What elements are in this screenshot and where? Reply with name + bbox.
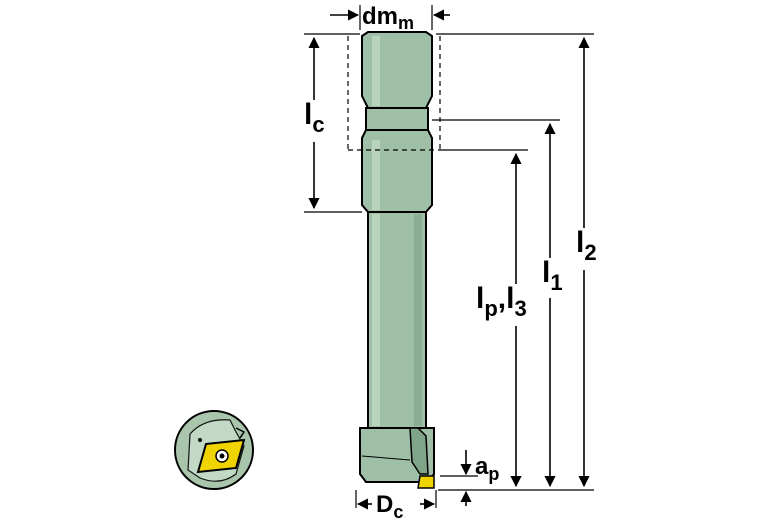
ap-label: ap: [475, 453, 499, 484]
dc-label: Dc: [376, 491, 403, 522]
lc-label: lc: [304, 98, 325, 137]
l1-label: l1: [542, 256, 563, 295]
chip-flute: [409, 427, 429, 475]
clamping-zone: [347, 36, 441, 151]
cutting-insert: [417, 475, 435, 489]
dm-label: dmm: [362, 3, 414, 33]
extension-lines: [304, 5, 594, 508]
insert-detail-view: [174, 410, 254, 490]
lp-l3-label: lp,l3: [476, 282, 527, 321]
l2-label: l2: [576, 226, 597, 265]
shank-neck: [365, 107, 429, 131]
tool-body: [359, 31, 435, 489]
